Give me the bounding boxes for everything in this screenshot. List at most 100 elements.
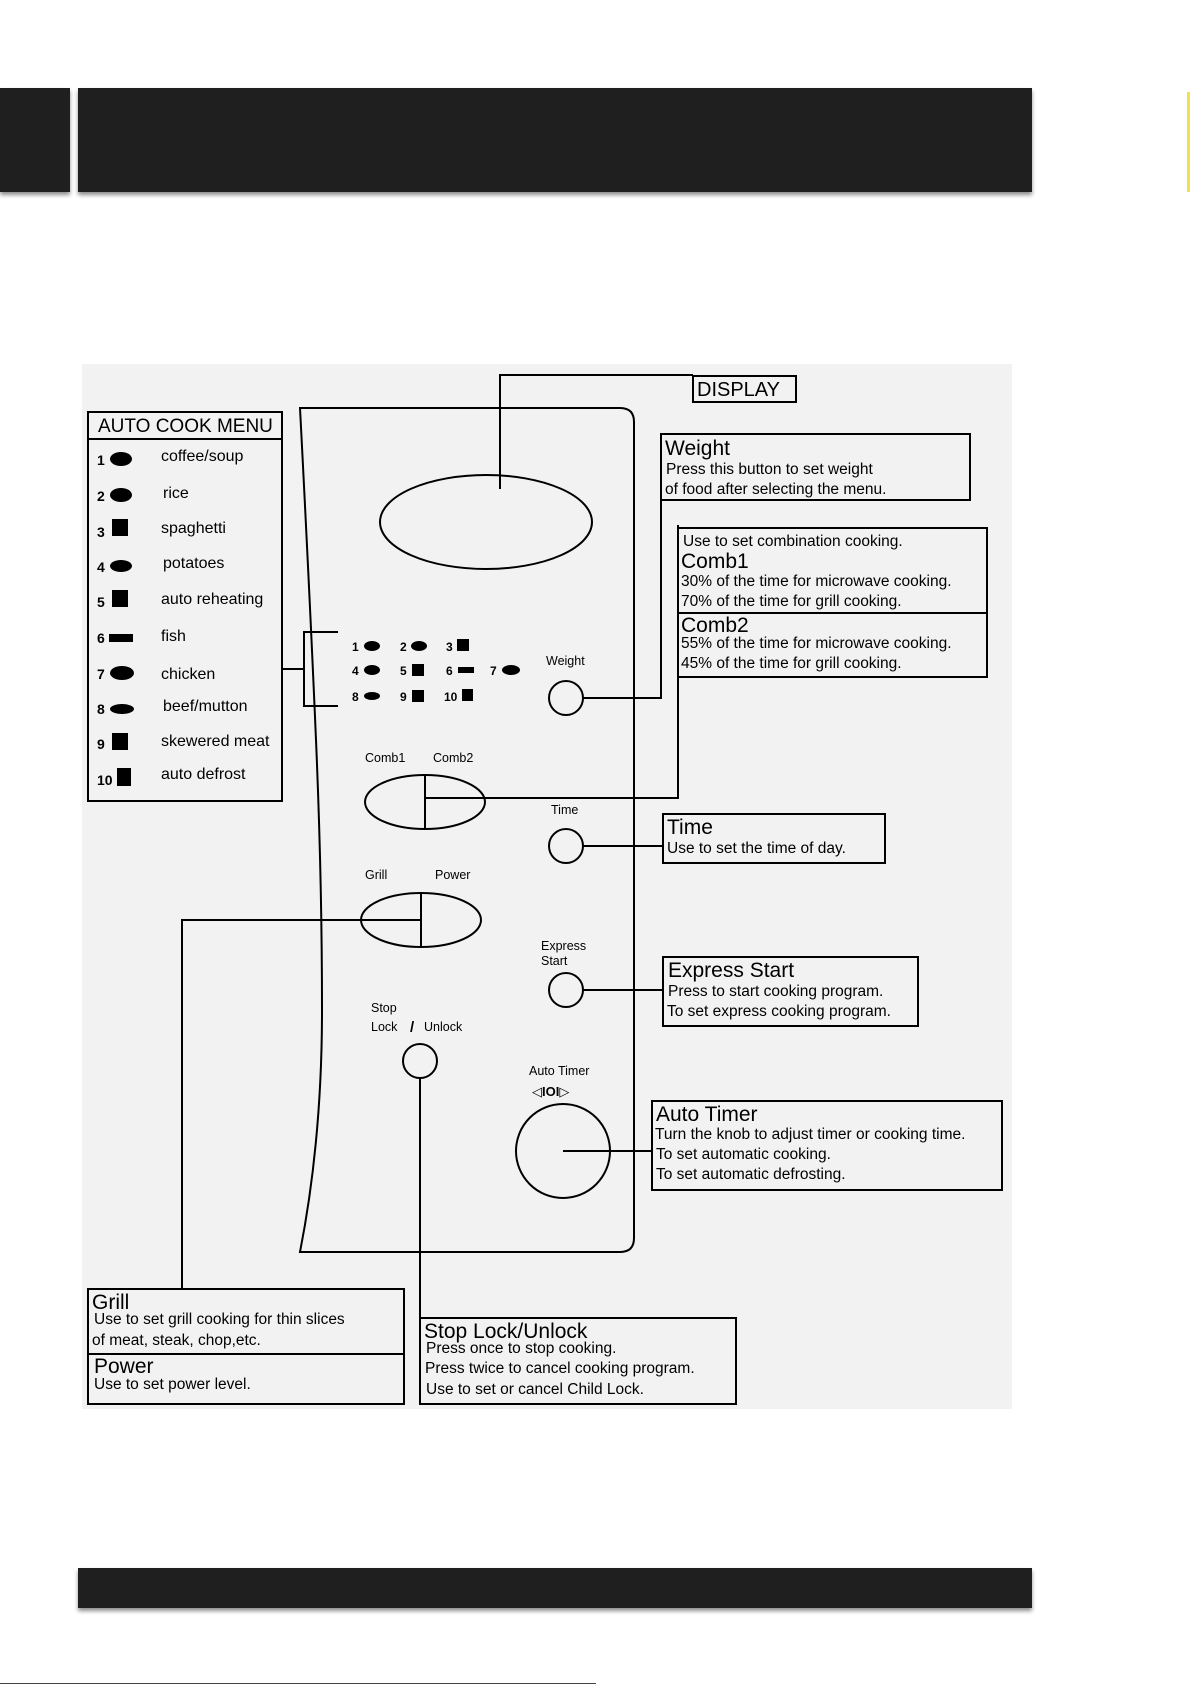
panel-icon-6: 6	[446, 664, 453, 678]
auto-timer-callout-line-3: To set automatic defrosting.	[656, 1166, 846, 1183]
comb-callout	[677, 527, 988, 678]
weight-callout	[660, 433, 971, 501]
weight-callout-line-2: of food after selecting the menu.	[665, 481, 886, 498]
panel-drumstick-icon	[364, 692, 380, 700]
panel-icon-4: 4	[352, 664, 359, 678]
header-bar	[78, 88, 1032, 192]
header-bar-left	[0, 88, 70, 192]
menu-item-coffee-soup: coffee/soup	[161, 448, 244, 465]
display-screen	[379, 474, 593, 570]
grill-callout-line-2: of meat, steak, chop,etc.	[92, 1332, 261, 1349]
lock-slash-label: /	[410, 1019, 415, 1036]
knob-arrows-icon: ◁IOI▷	[532, 1084, 569, 1099]
power-button-label: Power	[435, 868, 470, 882]
express-start-button[interactable]	[548, 972, 584, 1008]
chicken-icon	[110, 666, 134, 680]
stop-lock-button[interactable]	[402, 1043, 438, 1079]
menu-num-8: 8	[97, 701, 105, 717]
grill-power-callout	[87, 1288, 405, 1405]
menu-item-spaghetti: spaghetti	[161, 520, 226, 537]
express-callout-title: Express Start	[668, 959, 794, 982]
panel-fish-icon	[458, 667, 474, 673]
steam-icon	[112, 590, 128, 607]
power-callout-line-1: Use to set power level.	[94, 1376, 251, 1393]
panel-icon-2: 2	[400, 640, 407, 654]
time-callout-line-1: Use to set the time of day.	[667, 840, 846, 857]
panel-snowflake-icon	[462, 689, 473, 701]
bowl-icon	[110, 488, 132, 502]
menu-num-9: 9	[97, 736, 105, 752]
time-button[interactable]	[548, 828, 584, 864]
stop-callout-line-2: Press twice to cancel cooking program.	[425, 1360, 695, 1377]
menu-item-chicken: chicken	[161, 666, 215, 683]
comb1-callout-title: Comb1	[681, 550, 749, 573]
auto-cook-menu-title: AUTO COOK MENU	[98, 416, 273, 437]
grill-callout-line-1: Use to set grill cooking for thin slices	[94, 1311, 345, 1328]
fish-icon	[109, 634, 133, 642]
panel-icon-5: 5	[400, 664, 407, 678]
panel-icon-1: 1	[352, 640, 359, 654]
express-start-callout	[662, 956, 919, 1027]
weight-button[interactable]	[548, 680, 584, 716]
menu-num-6: 6	[97, 630, 105, 646]
comb1-callout-line-1: 30% of the time for microwave cooking.	[681, 573, 952, 590]
panel-icon-10: 10	[444, 690, 458, 704]
weight-callout-line-1: Press this button to set weight	[666, 461, 873, 478]
footer-bar	[78, 1568, 1032, 1608]
auto-timer-label: Auto Timer	[529, 1064, 589, 1078]
panel-potato-icon	[364, 665, 380, 675]
menu-item-fish: fish	[161, 628, 186, 645]
stop-lock-callout	[419, 1317, 737, 1405]
express-button-label: Express	[541, 939, 586, 953]
comb2-callout-line-2: 45% of the time for grill cooking.	[681, 655, 902, 672]
weight-button-label: Weight	[546, 654, 585, 668]
panel-fork-icon	[457, 639, 469, 651]
comb2-callout-title: Comb2	[681, 614, 749, 637]
panel-icon-3: 3	[446, 640, 453, 654]
menu-item-auto-reheating: auto reheating	[161, 591, 263, 608]
auto-cook-menu-box	[87, 411, 283, 802]
menu-num-5: 5	[97, 594, 105, 610]
power-callout-title: Power	[94, 1355, 154, 1378]
display-leader-line	[499, 374, 693, 489]
menu-num-1: 1	[97, 452, 105, 468]
comb2-callout-line-1: 55% of the time for microwave cooking.	[681, 635, 952, 652]
comb2-button-label: Comb2	[433, 751, 473, 765]
unlock-button-label: Unlock	[424, 1020, 463, 1034]
snowflake-icon	[117, 768, 131, 786]
menu-num-7: 7	[97, 666, 105, 682]
express-callout-line-1: Press to start cooking program.	[668, 983, 883, 1000]
cup-icon	[110, 452, 132, 466]
express-callout-line-2: To set express cooking program.	[667, 1003, 891, 1020]
menu-item-rice: rice	[163, 485, 189, 502]
skewer-icon	[112, 733, 128, 750]
diagram-background	[82, 364, 1012, 1409]
auto-timer-callout	[651, 1100, 1003, 1191]
weight-leader-line	[583, 454, 662, 699]
menu-item-skewered-meat: skewered meat	[161, 733, 270, 750]
stop-callout-title: Stop Lock/Unlock	[424, 1320, 588, 1343]
time-callout-title: Time	[667, 816, 713, 839]
grill-callout-title: Grill	[92, 1291, 129, 1314]
comb-callout-intro: Use to set combination cooking.	[683, 533, 903, 550]
panel-skewer-icon	[412, 690, 424, 702]
comb1-callout-line-2: 70% of the time for grill cooking.	[681, 593, 902, 610]
time-button-label: Time	[551, 803, 578, 817]
grill-button-label: Grill	[365, 868, 387, 882]
weight-callout-title: Weight	[665, 437, 730, 460]
comb-button[interactable]	[364, 774, 486, 830]
menu-item-beef-mutton: beef/mutton	[163, 698, 248, 715]
panel-icon-8: 8	[352, 690, 359, 704]
display-label-box	[692, 375, 797, 403]
display-label: DISPLAY	[697, 379, 780, 401]
stop-callout-line-3: Use to set or cancel Child Lock.	[426, 1381, 644, 1398]
menu-num-10: 10	[97, 772, 113, 788]
menu-num-3: 3	[97, 524, 105, 540]
grill-leader-line	[181, 919, 421, 1289]
lock-button-label: Lock	[371, 1020, 398, 1034]
auto-timer-callout-line-2: To set automatic cooking.	[656, 1146, 831, 1163]
menu-item-auto-defrost: auto defrost	[161, 766, 246, 783]
comb1-button-label: Comb1	[365, 751, 405, 765]
start-button-label: Start	[541, 954, 568, 968]
